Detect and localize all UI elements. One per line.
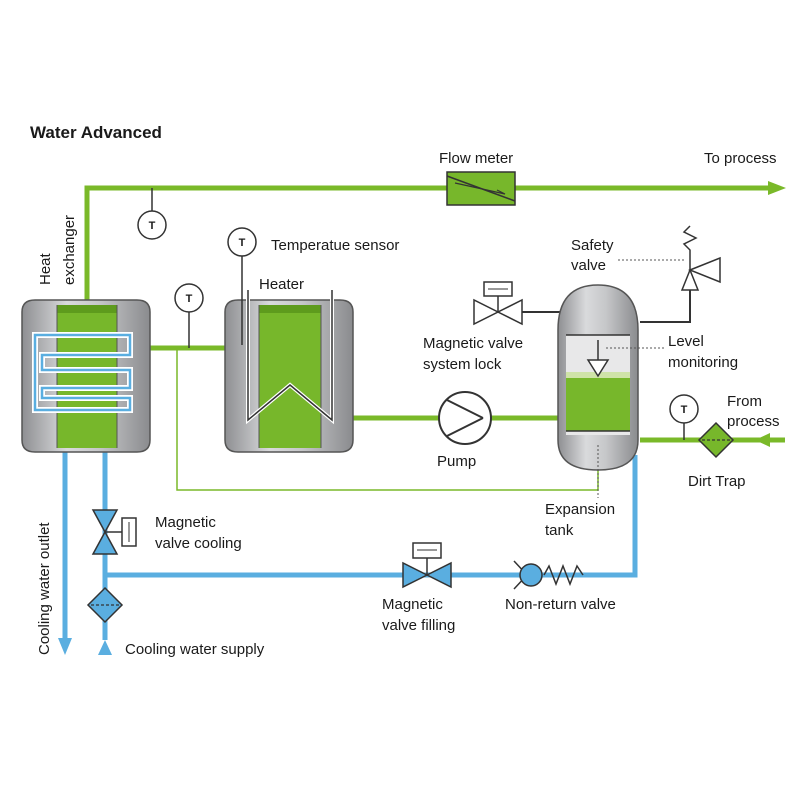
magnetic-valve-cooling-label-1: Magnetic	[155, 514, 216, 531]
temperature-sensor-label: Temperatue sensor	[271, 237, 399, 254]
from-process-arrow	[755, 433, 770, 447]
diagram-title: Water Advanced	[30, 123, 162, 142]
expansion-tank-label-2: tank	[545, 522, 574, 539]
flow-meter-label: Flow meter	[439, 150, 513, 167]
supply-line	[84, 185, 770, 305]
magnetic-valve-cooling-label-2: valve cooling	[155, 535, 242, 552]
level-monitoring-label-2: monitoring	[668, 354, 738, 371]
heat-exchanger-label-2: exchanger	[61, 215, 78, 285]
temperature-sensor-hx: T	[174, 283, 204, 348]
system-lock-label-1: Magnetic valve	[423, 335, 523, 352]
bypass-line	[176, 348, 599, 491]
temperature-sensor-return: T	[669, 394, 699, 440]
dirt-trap-label: Dirt Trap	[688, 473, 746, 490]
flow-meter	[446, 171, 516, 206]
safety-valve-line	[640, 290, 691, 323]
svg-text:T: T	[149, 220, 156, 232]
heater-label: Heater	[259, 276, 304, 293]
magnetic-valve-filling-label-1: Magnetic	[382, 596, 443, 613]
temperature-sensor-heater: T	[227, 227, 257, 345]
cooling-water-outlet-label: Cooling water outlet	[36, 522, 53, 655]
temperature-sensor-supply: T	[137, 188, 167, 240]
svg-text:T: T	[186, 293, 193, 305]
level-monitoring-label-1: Level	[668, 333, 704, 350]
dirt-trap	[697, 421, 735, 459]
expansion-tank	[557, 284, 639, 471]
from-process-label-1: From	[727, 393, 762, 410]
safety-valve-label-1: Safety	[571, 237, 614, 254]
magnetic-valve-filling	[402, 542, 452, 589]
svg-text:T: T	[239, 237, 246, 249]
cooling-water-supply-label: Cooling water supply	[125, 641, 265, 658]
from-process-label-2: process	[727, 413, 780, 430]
cooling-dirt-trap	[86, 586, 124, 624]
svg-text:T: T	[681, 404, 688, 416]
cooling-outlet-arrow	[58, 638, 72, 655]
expansion-tank-label-1: Expansion	[545, 501, 615, 518]
magnetic-valve-filling-label-2: valve filling	[382, 617, 455, 634]
safety-valve	[680, 225, 721, 291]
non-return-valve	[513, 560, 584, 590]
heat-exchanger	[21, 299, 151, 453]
cooling-supply-line	[102, 440, 638, 578]
non-return-valve-label: Non-return valve	[505, 596, 616, 613]
safety-valve-label-2: valve	[571, 257, 606, 274]
system-lock-label-2: system lock	[423, 356, 502, 373]
heat-exchanger-label-1: Heat	[37, 252, 54, 285]
cooling-supply-arrow	[98, 640, 112, 655]
to-process-arrow	[768, 181, 786, 195]
to-process-label: To process	[704, 150, 777, 167]
pump	[438, 391, 492, 445]
magnetic-valve-system-lock	[473, 281, 523, 326]
pump-label: Pump	[437, 453, 476, 470]
magnetic-valve-cooling	[91, 509, 137, 555]
heater	[224, 290, 354, 453]
